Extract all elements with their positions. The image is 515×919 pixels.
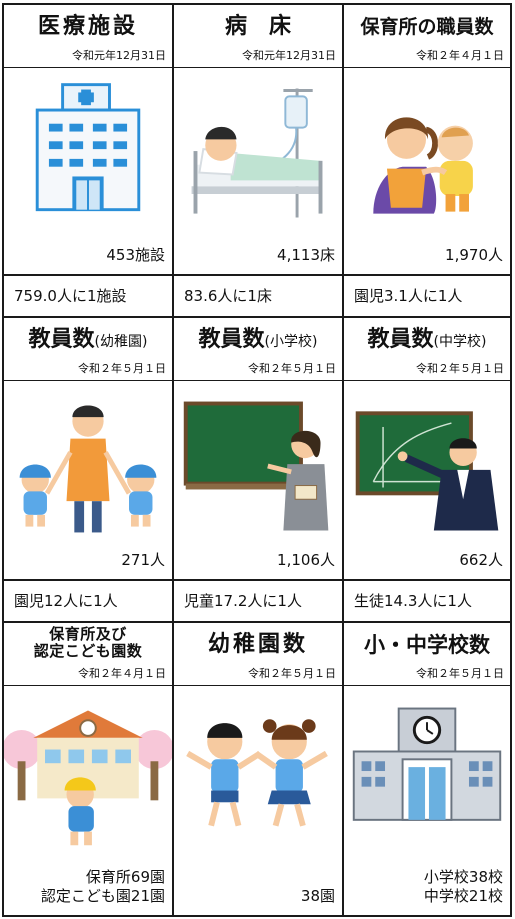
cell-date: 令和元年12月31日 xyxy=(72,49,166,62)
cell-title: 小・中学校数 xyxy=(364,633,490,657)
cell-title: 教員数(小学校) xyxy=(174,327,342,355)
cell-ratio: 生徒14.3人に1人 xyxy=(342,581,512,623)
caregiver-with-baby-icon xyxy=(344,69,510,239)
cell-title-note: (中学校) xyxy=(433,334,487,350)
cell-count-junior-high: 中学校21校 xyxy=(423,887,503,905)
facility-stats-grid: 医療施設 令和元年12月31日 453施設 759.0人に1施設 病 床 xyxy=(2,3,512,917)
cell-count: 662人 xyxy=(459,551,503,569)
cell-date: 令和２年５月１日 xyxy=(416,667,504,680)
cell-title-line1: 保育所及び xyxy=(49,625,127,643)
cell-date: 令和２年５月１日 xyxy=(248,362,336,375)
cell-count: 4,113床 xyxy=(277,246,335,264)
cell-title-main: 教員数 xyxy=(198,327,265,352)
cell-date: 令和２年５月１日 xyxy=(248,667,336,680)
cell-ratio: 園児3.1人に1人 xyxy=(342,276,512,318)
cell-title: 教員数(中学校) xyxy=(344,327,510,355)
cell-header: 教員数(幼稚園) 令和２年５月１日 xyxy=(4,318,172,381)
cell-title: 保育所の職員数 xyxy=(360,16,494,38)
cell-count: 271人 xyxy=(121,551,165,569)
hospital-building-icon xyxy=(4,69,172,239)
cell-date: 令和２年４月１日 xyxy=(416,49,504,62)
cell-title: 幼稚園数 xyxy=(207,632,308,657)
cell-count-multiline: 小学校38校 中学校21校 xyxy=(424,868,503,906)
cell-date: 令和２年４月１日 xyxy=(78,667,166,680)
cell-title: 保育所及び 認定こども園数 xyxy=(4,626,172,660)
cell-kindergarten-teachers: 教員数(幼稚園) 令和２年５月１日 271人 xyxy=(2,316,174,581)
cell-hospital-beds: 病 床 令和元年12月31日 4,113床 xyxy=(172,3,344,276)
cell-elementary-teachers: 教員数(小学校) 令和２年５月１日 1,106人 xyxy=(172,316,344,581)
school-building-icon xyxy=(344,687,510,857)
cell-header: 教員数(中学校) 令和２年５月１日 xyxy=(344,318,510,381)
cell-count-multiline: 保育所69園 認定こども園21園 xyxy=(41,868,165,906)
cell-header: 幼稚園数 令和２年５月１日 xyxy=(174,623,342,686)
male-teacher-at-blackboard-icon xyxy=(344,382,510,552)
cell-ratio: 児童17.2人に1人 xyxy=(172,581,344,623)
cell-count: 1,106人 xyxy=(277,551,335,569)
cell-header: 保育所及び 認定こども園数 令和２年４月１日 xyxy=(4,623,172,686)
cell-count-elementary: 小学校38校 xyxy=(423,868,503,886)
cell-count-centers: 認定こども園21園 xyxy=(40,887,165,905)
cell-date: 令和元年12月31日 xyxy=(242,49,336,62)
cell-header: 保育所の職員数 令和２年４月１日 xyxy=(344,5,510,68)
cell-title-main: 教員数 xyxy=(28,327,95,352)
cell-ratio: 759.0人に1施設 xyxy=(2,276,174,318)
teacher-with-kindergarten-children-icon xyxy=(4,382,172,552)
cell-nurseries-and-centers: 保育所及び 認定こども園数 令和２年４月１日 保育所69園 認定こども園21園 xyxy=(2,621,174,917)
cell-header: 小・中学校数 令和２年５月１日 xyxy=(344,623,510,686)
cell-header: 病 床 令和元年12月31日 xyxy=(174,5,342,68)
cell-schools: 小・中学校数 令和２年５月１日 小学校38校 中学校21校 xyxy=(342,621,512,917)
cell-title: 医療施設 xyxy=(37,14,138,39)
cell-nursery-staff: 保育所の職員数 令和２年４月１日 1,970人 xyxy=(342,3,512,276)
nursery-school-building-icon xyxy=(4,687,172,857)
teacher-at-blackboard-icon xyxy=(174,382,342,552)
cell-title-note: (小学校) xyxy=(264,334,318,350)
cell-count: 38園 xyxy=(300,887,335,905)
cell-title-line2: 認定こども園数 xyxy=(33,642,143,660)
cell-header: 医療施設 令和元年12月31日 xyxy=(4,5,172,68)
cell-ratio: 園児12人に1人 xyxy=(2,581,174,623)
cell-kindergartens: 幼稚園数 令和２年５月１日 xyxy=(172,621,344,917)
cell-date: 令和２年５月１日 xyxy=(416,362,504,375)
cell-date: 令和２年５月１日 xyxy=(78,362,166,375)
cell-count: 453施設 xyxy=(106,246,165,264)
kindergarten-children-jumping-icon xyxy=(174,687,342,857)
cell-title-note: (幼稚園) xyxy=(94,334,148,350)
cell-count: 1,970人 xyxy=(445,246,503,264)
cell-medical-facilities: 医療施設 令和元年12月31日 453施設 xyxy=(2,3,174,276)
cell-title-main: 教員数 xyxy=(367,327,434,352)
patient-in-bed-icon xyxy=(174,69,342,239)
cell-ratio: 83.6人に1床 xyxy=(172,276,344,318)
cell-junior-high-teachers: 教員数(中学校) 令和２年５月１日 662人 xyxy=(342,316,512,581)
cell-title: 病 床 xyxy=(224,14,291,39)
cell-title: 教員数(幼稚園) xyxy=(4,327,172,355)
cell-count-nurseries: 保育所69園 xyxy=(85,868,165,886)
cell-header: 教員数(小学校) 令和２年５月１日 xyxy=(174,318,342,381)
